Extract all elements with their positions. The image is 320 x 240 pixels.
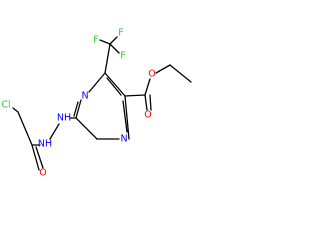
atom-label-f1: F — [93, 35, 98, 46]
atom-label-nh1: NH — [57, 113, 71, 124]
bond-line — [144, 78, 151, 96]
atom-label-o-amide: O — [39, 168, 46, 179]
atom-label-n3: N — [81, 91, 88, 102]
double-bond-line — [35, 146, 44, 169]
bond-line — [104, 43, 111, 74]
atom-label-o-ester: O — [148, 69, 155, 80]
double-bond-line — [122, 100, 128, 133]
bond-line — [104, 72, 126, 97]
atom-label-f2: F — [118, 28, 123, 39]
bond-line — [75, 117, 98, 140]
bond-line — [169, 64, 192, 83]
bond-line — [124, 95, 130, 140]
bond-line — [75, 99, 82, 119]
double-bond-line — [149, 94, 152, 111]
bond-line — [144, 94, 148, 111]
atom-label-nh2: NH — [38, 139, 52, 150]
bond-line — [17, 111, 33, 146]
bond-line — [124, 94, 146, 97]
bond-layer — [12, 36, 192, 171]
bond-line — [99, 39, 111, 45]
bond-line — [12, 107, 19, 113]
double-bond-line — [106, 77, 122, 96]
atom-label-cl: Cl — [1, 100, 10, 111]
atom-label-n1: N — [120, 134, 127, 145]
double-bond-line — [73, 101, 79, 117]
bond-line — [31, 144, 40, 171]
bond-line — [109, 43, 120, 54]
bond-line — [88, 72, 106, 93]
bond-line — [49, 123, 60, 140]
bond-line — [109, 36, 118, 45]
atom-label-o-carbonyl: O — [144, 110, 151, 121]
bond-line — [155, 64, 171, 74]
atom-label-f3: F — [120, 51, 125, 62]
